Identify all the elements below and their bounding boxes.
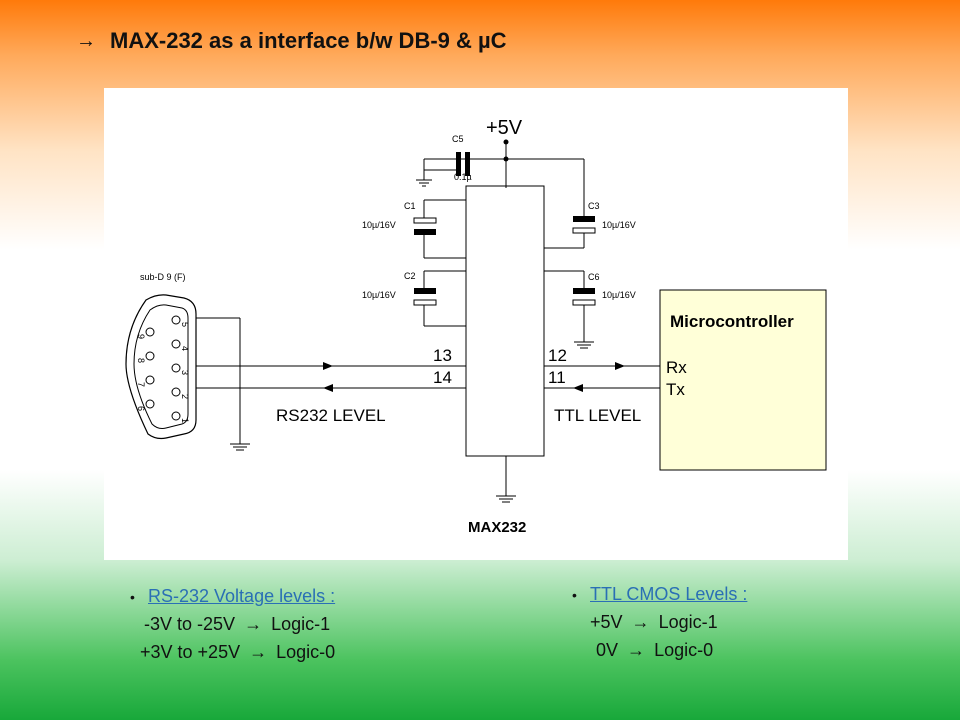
ttl-signal-lines [544, 362, 660, 392]
capacitor-c2 [413, 270, 466, 327]
supply-label: +5V [486, 117, 523, 139]
db9-pin-label: 7 [136, 382, 146, 387]
ttl-levels-block: • TTL CMOS Levels : +5V → Logic-1 0V → L… [572, 584, 747, 661]
db9-pin-label: 5 [180, 322, 190, 327]
level-logic: Logic-0 [276, 642, 336, 662]
c5-value: 0.1µ [454, 172, 472, 182]
level-logic: Logic-0 [654, 640, 714, 660]
arrow-icon: → [244, 614, 263, 634]
tx-label: Tx [666, 380, 685, 399]
db9-pin-label: 2 [180, 394, 190, 399]
db9-pin-label: 6 [136, 406, 146, 411]
ttl-level-line: +5V → Logic-1 [590, 612, 747, 633]
circuit-diagram: +5V C5 0.1µ MAX232 [104, 88, 848, 560]
db9-ground-wire [196, 317, 250, 451]
c6-value: 10µ/16V [602, 290, 636, 300]
c1-value: 10µ/16V [362, 220, 396, 230]
db9-pin-label: 4 [180, 346, 190, 351]
chip-label: MAX232 [468, 519, 526, 536]
rs232-level-label: RS232 LEVEL [276, 406, 386, 425]
ttl-level-line: 0V → Logic-0 [596, 640, 747, 661]
bullet-icon: • [572, 586, 577, 603]
level-voltage: 0V [596, 640, 619, 660]
ttl-levels-link[interactable]: TTL CMOS Levels : [590, 584, 748, 604]
rx-label: Rx [666, 358, 687, 377]
level-voltage: +5V [590, 612, 623, 632]
c3-name: C3 [588, 201, 600, 211]
db9-pin-label: 3 [180, 370, 190, 375]
slide-title-text: MAX-232 as a interface b/w DB-9 & µC [110, 28, 507, 53]
rs232-levels-link[interactable]: RS-232 Voltage levels : [148, 586, 336, 606]
pin-14: 14 [433, 368, 452, 387]
arrow-icon: → [249, 642, 268, 662]
db9-connector [125, 294, 197, 440]
c2-name: C2 [404, 271, 416, 281]
bullet-icon: • [130, 588, 135, 605]
db9-pin-label: 9 [136, 334, 146, 339]
pin-12: 12 [548, 346, 567, 365]
level-logic: Logic-1 [271, 614, 331, 634]
title-arrow-icon: → [76, 29, 96, 52]
capacitor-c1 [413, 199, 466, 259]
level-voltage: +3V to +25V [140, 642, 241, 662]
capacitor-c5 [416, 152, 506, 187]
arrow-icon: → [631, 612, 650, 632]
db9-pin-label: 1 [180, 418, 190, 423]
connector-label: sub-D 9 (F) [140, 272, 186, 282]
c6-name: C6 [588, 272, 600, 282]
db9-pin-label: 8 [136, 358, 146, 363]
c3-value: 10µ/16V [602, 220, 636, 230]
pin-13: 13 [433, 346, 452, 365]
level-logic: Logic-1 [658, 612, 718, 632]
level-voltage: -3V to -25V [144, 614, 236, 634]
slide-title: → MAX-232 as a interface b/w DB-9 & µC [76, 28, 507, 54]
capacitor-c3 [544, 214, 596, 249]
rs232-level-line: +3V to +25V → Logic-0 [140, 642, 335, 663]
rs232-levels-block: • RS-232 Voltage levels : -3V to -25V → … [130, 586, 335, 663]
capacitor-c6 [544, 270, 596, 349]
db9-pin-labels: 5 4 3 2 1 9 8 7 6 [136, 322, 190, 423]
c5-name: C5 [452, 134, 464, 144]
rs232-signal-lines [184, 362, 466, 392]
c1-name: C1 [404, 201, 416, 211]
ttl-level-label: TTL LEVEL [554, 406, 641, 425]
arrow-icon: → [627, 640, 646, 660]
microcontroller-box [659, 289, 827, 471]
supply-node-top [503, 139, 509, 145]
pin-11: 11 [548, 368, 566, 387]
circuit-svg: +5V C5 0.1µ MAX232 [125, 117, 827, 536]
chip-ground [496, 456, 516, 503]
max232-chip [465, 185, 545, 457]
c2-value: 10µ/16V [362, 290, 396, 300]
rs232-level-line: -3V to -25V → Logic-1 [144, 614, 335, 635]
microcontroller-label: Microcontroller [670, 312, 794, 331]
